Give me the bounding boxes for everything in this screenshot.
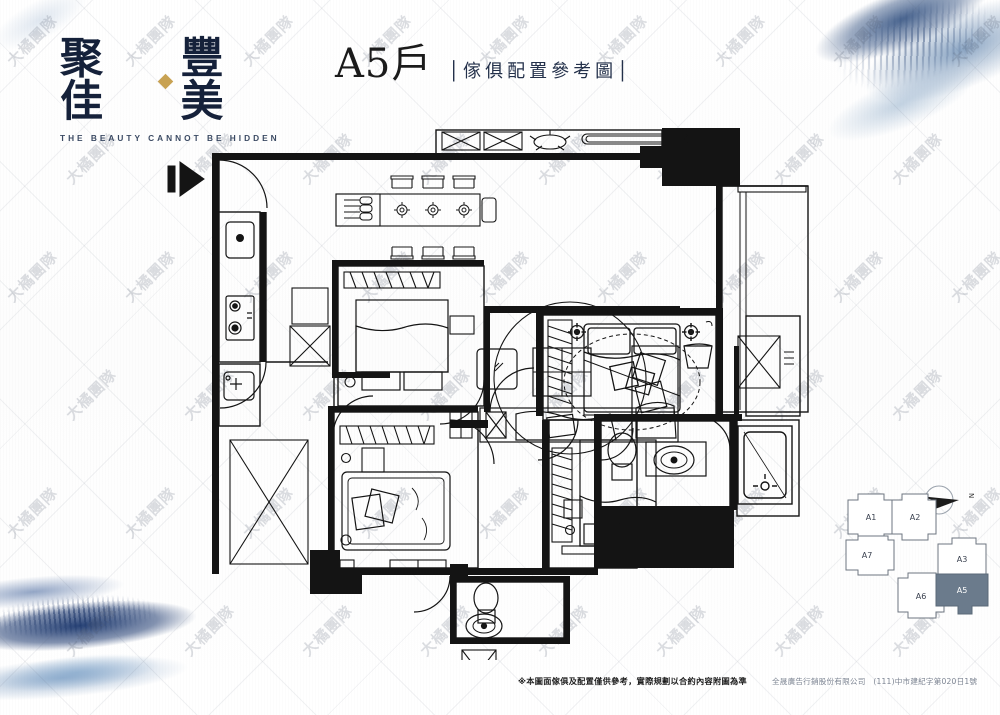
keyplan-label-A1: A1 — [866, 513, 877, 522]
gold-diamond-icon — [157, 73, 173, 89]
watermark-text: 大橘團隊 — [0, 601, 3, 660]
page-footer: ※本圖面傢俱及配置僅供參考，實際規劃以合約內容附圖為準 全晟廣告行銷股份有限公司… — [0, 675, 1000, 701]
living-room-furniture — [449, 301, 679, 455]
watermark-text: 大橘團隊 — [888, 365, 947, 424]
brand-tagline: THE BEAUTY CANNOT BE HIDDEN — [60, 133, 280, 143]
watermark-text: 大橘團隊 — [3, 247, 62, 306]
watermark-text: 大橘團隊 — [947, 247, 1000, 306]
brand-logo: 聚佳 豐美 THE BEAUTY CANNOT BE HIDDEN — [60, 34, 280, 144]
master-bedroom-furniture — [547, 319, 713, 431]
keyplan-label-A6: A6 — [916, 592, 927, 601]
keyplan-label-A5: A5 — [957, 586, 968, 595]
watermark-text: 大橘團隊 — [62, 365, 121, 424]
bedroom-3-furniture — [551, 439, 657, 555]
disclaimer-text: ※本圖面傢俱及配置僅供參考，實際規劃以合約內容附圖為準 — [518, 676, 747, 686]
keyplan-label-A3: A3 — [957, 555, 968, 564]
floor-plan-drawing — [150, 120, 830, 660]
unit-subtitle: │傢俱配置參考圖│ — [448, 61, 633, 82]
kitchen-fixtures — [223, 221, 255, 401]
bedroom-1-furniture — [343, 271, 475, 391]
company-text: 全晟廣告行銷股份有限公司 (111)中市建紀字第020日1號 — [772, 677, 978, 686]
watermark-text: 大橘團隊 — [62, 601, 121, 660]
keyplan-label-A2: A2 — [910, 513, 921, 522]
watermark-text: 大橘團隊 — [0, 129, 3, 188]
keyplan-unit-A2 — [891, 493, 937, 541]
keyplan-label-A7: A7 — [862, 551, 873, 560]
brand-name-part2: 豐美 — [180, 34, 226, 127]
watermark-text: 大橘團隊 — [888, 129, 947, 188]
guest-bathroom-fixtures — [461, 582, 503, 660]
watermark-text: 大橘團隊 — [3, 483, 62, 542]
keyplan-unit-A6 — [897, 572, 945, 619]
entrance-arrow-icon — [167, 161, 205, 197]
page-header: 聚佳 豐美 THE BEAUTY CANNOT BE HIDDEN A5戶 │傢… — [0, 0, 1000, 144]
watermark-text: 大橘團隊 — [829, 247, 888, 306]
dining-set — [335, 175, 497, 260]
keyplan-unit-A7 — [845, 535, 895, 576]
brand-name-part1: 聚佳 — [60, 34, 105, 127]
page-title: A5戶 │傢俱配置參考圖│ — [335, 44, 632, 84]
north-label: N — [967, 493, 975, 498]
watermark-text: 大橘團隊 — [0, 365, 3, 424]
unit-title: A5戶 — [335, 41, 433, 87]
key-plan: A1 A2 A7 A6 A3 A5 — [840, 478, 990, 628]
keyplan-unit-A5-highlight — [935, 573, 989, 615]
bedroom-2-furniture — [229, 425, 451, 569]
